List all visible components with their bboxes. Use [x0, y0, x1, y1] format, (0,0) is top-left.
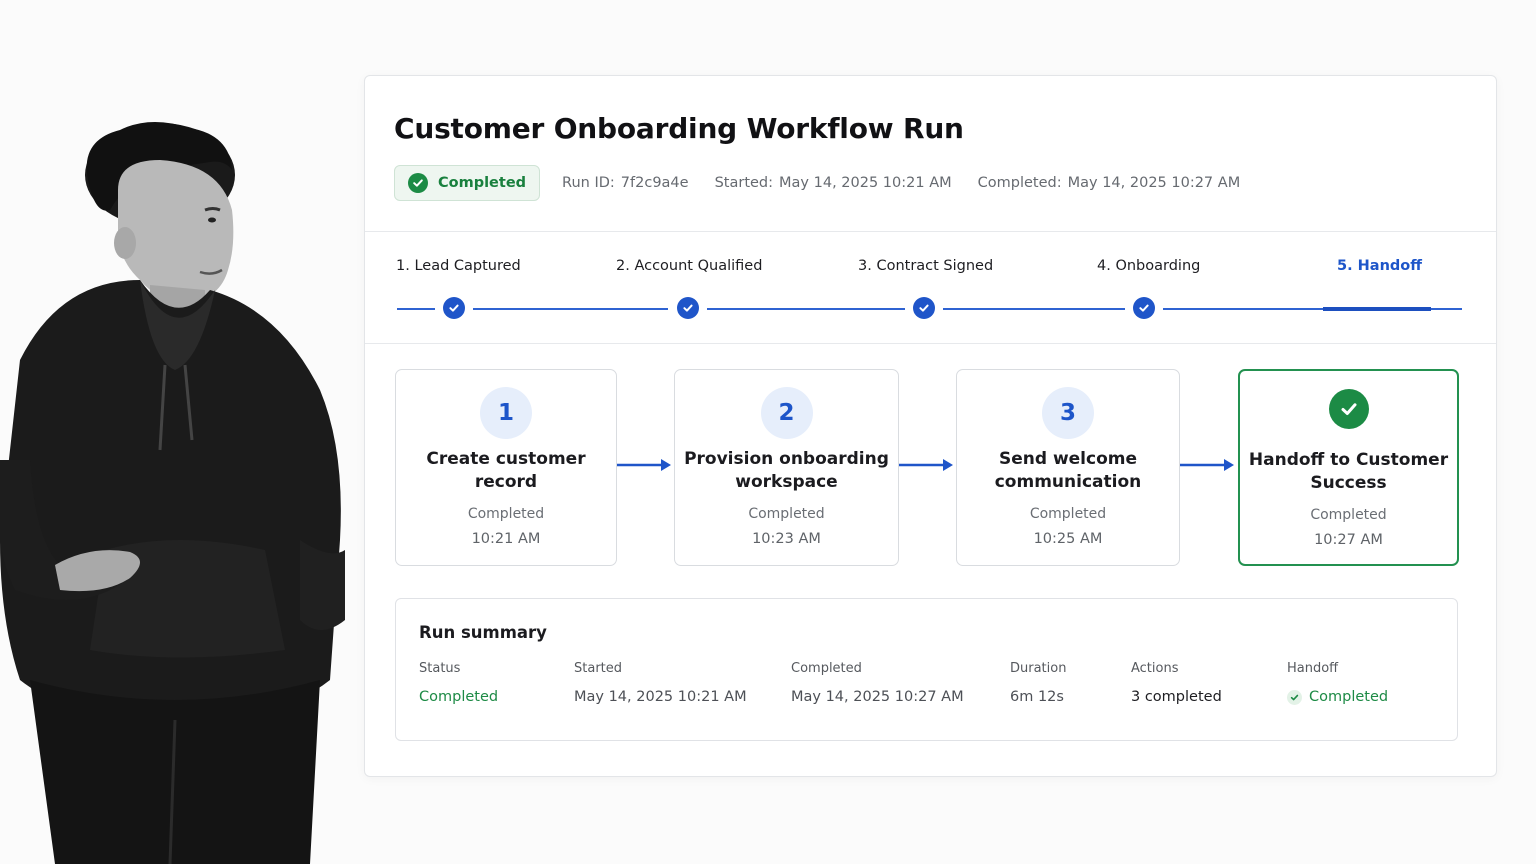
- check-circle-icon: [408, 173, 428, 193]
- task-time: 10:27 AM: [1314, 532, 1383, 548]
- summary-duration: Duration 6m 12s: [1010, 661, 1067, 705]
- task-title: Handoff to Customer Success: [1248, 450, 1449, 493]
- task-status: Completed: [1029, 506, 1107, 522]
- active-stage-indicator: [1323, 307, 1431, 311]
- summary-title: Run summary: [419, 623, 547, 642]
- stage-handoff[interactable]: 5. Handoff: [1337, 258, 1422, 274]
- stepper-track: [473, 308, 668, 310]
- page-title: Customer Onboarding Workflow Run: [394, 112, 964, 145]
- summary-completed: Completed May 14, 2025 10:27 AM: [791, 661, 964, 705]
- task-flow: 1 Create customer record Completed 10:21…: [365, 369, 1496, 569]
- stepper-track: [397, 308, 435, 310]
- status-badge-label: Completed: [438, 175, 527, 191]
- run-id-value: 7f2c9a4e: [620, 175, 689, 191]
- stage-contract-signed[interactable]: 3. Contract Signed: [858, 258, 994, 274]
- summary-duration-value: 6m 12s: [1010, 689, 1064, 705]
- summary-status: Status Completed: [419, 661, 499, 705]
- task-status: Completed: [748, 506, 825, 522]
- task-status: Completed: [467, 506, 545, 522]
- summary-completed-value: May 14, 2025 10:27 AM: [791, 689, 964, 705]
- task-tile[interactable]: 2 Provision onboarding workspace Complet…: [674, 369, 899, 566]
- task-tile[interactable]: 1 Create customer record Completed 10:21…: [395, 369, 617, 566]
- person-illustration: [0, 121, 345, 864]
- stage-stepper: 1. Lead Captured 2. Account Qualified 3.…: [365, 232, 1496, 344]
- check-circle-icon: [1328, 389, 1369, 429]
- check-icon: [913, 297, 935, 319]
- stage-account-qualified[interactable]: 2. Account Qualified: [616, 258, 763, 274]
- task-tile-final[interactable]: Handoff to Customer Success Completed 10…: [1238, 369, 1459, 566]
- run-completed-value: May 14, 2025 10:27 AM: [1067, 175, 1241, 191]
- task-time: 10:25 AM: [1033, 531, 1103, 547]
- task-time: 10:23 AM: [752, 531, 821, 547]
- check-icon: [677, 297, 699, 319]
- run-summary: Run summary Status Completed Started May…: [395, 598, 1458, 741]
- arrow-right-icon: [617, 459, 671, 471]
- task-number: 1: [480, 387, 532, 439]
- task-title: Create customer record: [426, 449, 586, 492]
- summary-status-value: Completed: [419, 689, 499, 705]
- summary-handoff: Handoff Completed: [1287, 661, 1389, 705]
- check-icon: [1133, 297, 1155, 319]
- summary-actions: Actions 3 completed: [1131, 661, 1222, 705]
- stepper-track: [943, 308, 1125, 310]
- task-tile[interactable]: 3 Send welcome communication Completed 1…: [956, 369, 1180, 566]
- run-started-value: May 14, 2025 10:21 AM: [779, 175, 952, 191]
- arrow-right-icon: [899, 459, 953, 471]
- run-id: Run ID:7f2c9a4e: [562, 175, 689, 191]
- task-number: 2: [760, 387, 813, 439]
- task-title: Send welcome communication: [994, 449, 1142, 492]
- run-started: Started:May 14, 2025 10:21 AM: [714, 175, 952, 191]
- stepper-track: [707, 308, 905, 310]
- arrow-right-icon: [1180, 459, 1234, 471]
- summary-handoff-value: Completed: [1309, 689, 1389, 705]
- summary-actions-value: 3 completed: [1131, 689, 1222, 705]
- check-icon: [443, 297, 465, 319]
- summary-started: Started May 14, 2025 10:21 AM: [574, 661, 747, 705]
- run-meta: Completed Run ID:7f2c9a4e Started:May 14…: [394, 165, 1266, 201]
- task-title: Provision onboarding workspace: [684, 449, 889, 492]
- check-icon: [1287, 689, 1302, 705]
- run-header: Customer Onboarding Workflow Run Complet…: [365, 76, 1496, 232]
- run-completed: Completed:May 14, 2025 10:27 AM: [977, 175, 1241, 191]
- summary-started-value: May 14, 2025 10:21 AM: [574, 689, 747, 705]
- stage-lead-captured[interactable]: 1. Lead Captured: [396, 258, 521, 274]
- workflow-run-card: Customer Onboarding Workflow Run Complet…: [364, 75, 1497, 777]
- stepper-track: [1163, 308, 1462, 310]
- task-time: 10:21 AM: [471, 531, 541, 547]
- stage-onboarding[interactable]: 4. Onboarding: [1097, 258, 1201, 274]
- task-number: 3: [1042, 387, 1094, 439]
- status-badge: Completed: [394, 165, 541, 201]
- task-status: Completed: [1310, 507, 1387, 523]
